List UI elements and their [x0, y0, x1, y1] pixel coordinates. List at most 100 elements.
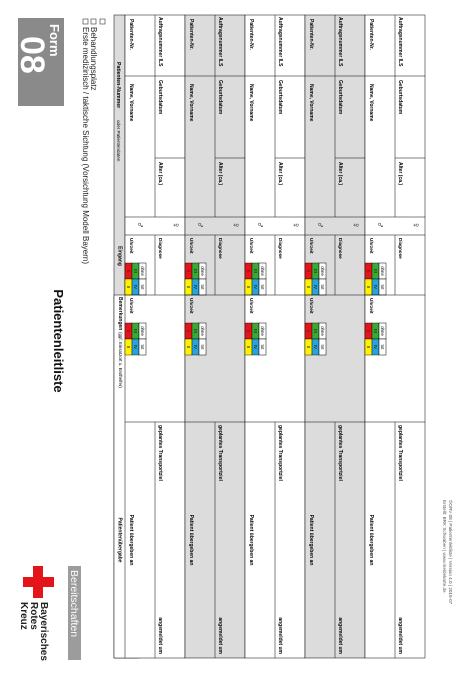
label-angemeldet: angemeldet um [397, 617, 403, 654]
label-alter: Alter (ca.) [337, 162, 343, 185]
label-geburtsdatum: Geburtsdatum [397, 80, 403, 115]
label-angemeldet: angemeldet um [217, 617, 223, 654]
label-uhrzeit-eingang: Uhrzeit [249, 238, 254, 254]
label-patient-uebergeben: Patient übergeben an [368, 515, 374, 566]
label-alter: Alter (ca.) [217, 162, 223, 185]
tot-cell [258, 338, 267, 356]
form-badge-background [18, 18, 64, 106]
label-angemeldet: angemeldet um [277, 617, 283, 654]
header-bemerkungen: Bemerkungen [117, 297, 123, 330]
form-word: Form [47, 24, 62, 57]
label-uhrzeit-ausgang: Uhrzeit [309, 298, 314, 314]
label-name: Name, Vorname [128, 84, 134, 122]
label-angemeldet: angemeldet um [337, 617, 343, 654]
triage-label: III [313, 329, 318, 333]
label-angemeldet: angemeldet um [157, 617, 163, 654]
label-geburtsdatum: Geburtsdatum [277, 80, 283, 115]
brand-line-2: Rotes [28, 602, 39, 630]
tot-cell [378, 338, 387, 356]
label-ohne: ohne [260, 266, 265, 276]
label-tot: tot [260, 345, 265, 351]
male-symbol: ♂ [134, 221, 145, 229]
triage-label: III [373, 329, 378, 333]
triage-label: II [306, 346, 311, 348]
label-tot: tot [140, 285, 145, 291]
triage-label: I [306, 270, 311, 271]
header-eingang: Eingang [117, 246, 123, 266]
footer-line-2: Erstellt: BRK Schwaben | www.meldekarte.… [442, 500, 447, 593]
label-diagnose: Diagnose [398, 238, 403, 259]
label-patient-uebergeben: Patient übergeben an [248, 515, 254, 566]
label-ohne: ohne [380, 326, 385, 336]
patient-table: Patienten-Nummer oder PatientendatenEing… [113, 14, 426, 659]
label-auftragsnummer: Auftragsnummer ILS [337, 17, 343, 67]
form-number: 08 [13, 36, 51, 74]
tot-cell [138, 338, 147, 356]
label-patient-uebergeben: Patient übergeben an [188, 515, 194, 566]
brand-line-1: Bayerisches [38, 602, 49, 661]
triage-label: III [253, 269, 258, 273]
triage-label: II [366, 286, 371, 288]
label-name: Name, Vorname [368, 84, 374, 122]
label-ohne: ohne [140, 266, 145, 276]
checkbox-group: Erste medizinisch / taktische Sichtung (… [81, 18, 106, 264]
label-patient-uebergeben: Patient übergeben an [308, 515, 314, 566]
female-symbol: ♀ [170, 221, 181, 229]
label-name: Name, Vorname [188, 84, 194, 122]
checkbox-sichtung-label: Erste medizinisch / taktische Sichtung (… [81, 27, 90, 264]
label-uhrzeit-ausgang: Uhrzeit [369, 298, 374, 314]
bereitschaften-band [68, 566, 81, 660]
form-badge: Form 08 [13, 18, 64, 106]
label-name: Name, Vorname [308, 84, 314, 122]
label-uhrzeit-ausgang: Uhrzeit [129, 298, 134, 314]
label-patienten-nr: Patienten-Nr. [368, 19, 374, 50]
brand-line-3: Kreuz [18, 602, 29, 630]
footer-line-1: ©ORV 08 | Patientenleitliste | Version 4… [448, 500, 454, 605]
label-ohne: ohne [320, 326, 325, 336]
label-auftragsnummer: Auftragsnummer ILS [217, 17, 223, 67]
triage-label: I [366, 270, 371, 271]
triage-label: II [366, 346, 371, 348]
checkbox-empty[interactable] [99, 18, 106, 25]
checkbox-behandlungsplatz[interactable] [90, 18, 97, 25]
triage-label: III [193, 329, 198, 333]
label-ohne: ohne [380, 266, 385, 276]
header-patient-data-suffix: oder Patientendaten [116, 120, 121, 162]
triage-label: II [126, 346, 131, 348]
tot-cell [198, 338, 207, 356]
bereitschaften-text: Bereitschaften [68, 570, 80, 637]
triage-label: IV [313, 345, 318, 349]
label-diagnose: Diagnose [218, 238, 223, 259]
label-tot: tot [140, 345, 145, 351]
label-transportziel: geplantes Transportziel [277, 425, 283, 481]
label-geburtsdatum: Geburtsdatum [157, 80, 163, 115]
label-tot: tot [200, 345, 205, 351]
label-auftragsnummer: Auftragsnummer ILS [397, 17, 403, 67]
triage-label: II [246, 346, 251, 348]
label-geburtsdatum: Geburtsdatum [217, 80, 223, 115]
label-uhrzeit-ausgang: Uhrzeit [189, 298, 194, 314]
tot-cell [318, 338, 327, 356]
triage-label: III [253, 329, 258, 333]
label-transportziel: geplantes Transportziel [157, 425, 163, 481]
triage-label: IV [133, 285, 138, 289]
label-tot: tot [380, 345, 385, 351]
triage-label: IV [373, 345, 378, 349]
triage-label: I [366, 330, 371, 331]
label-patienten-nr: Patienten-Nr. [308, 19, 314, 50]
brk-logo: Bayerisches Rotes Kreuz Bereitschaften [18, 566, 81, 661]
male-symbol: ♂ [194, 221, 205, 229]
red-cross-horizontal [33, 566, 43, 598]
triage-label: III [373, 269, 378, 273]
triage-label: IV [373, 285, 378, 289]
checkbox-sichtung[interactable] [82, 18, 89, 25]
label-alter: Alter (ca.) [397, 162, 403, 185]
label-uhrzeit-eingang: Uhrzeit [309, 238, 314, 254]
triage-label: II [306, 286, 311, 288]
triage-label: IV [133, 345, 138, 349]
label-tot: tot [320, 285, 325, 291]
triage-label: III [193, 269, 198, 273]
triage-label: III [133, 269, 138, 273]
label-ohne: ohne [320, 266, 325, 276]
